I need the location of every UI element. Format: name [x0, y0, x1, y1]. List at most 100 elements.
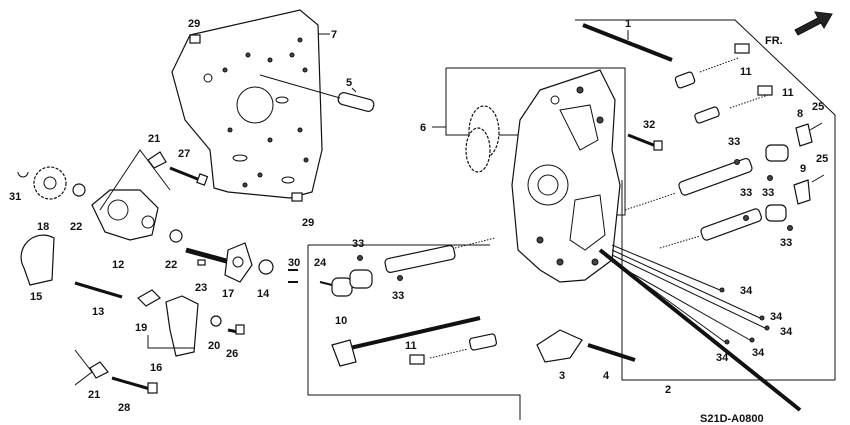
front-direction-label: FR. [765, 35, 783, 47]
callout-1: 1 [625, 18, 631, 30]
callout-29-bottom: 29 [302, 217, 314, 229]
pin-29-bottom [291, 192, 303, 202]
leader-21-bottom [74, 349, 93, 386]
leader-pump-group [99, 149, 171, 211]
shaft-1 [582, 23, 673, 62]
spool-valve-middle-left [384, 245, 456, 273]
callout-33-e: 33 [352, 238, 364, 250]
callout-8: 8 [797, 108, 803, 120]
callout-32: 32 [643, 119, 655, 131]
front-direction-arrow [794, 11, 833, 36]
check-ball-33-d [787, 225, 793, 231]
pin-4 [587, 343, 636, 362]
callout-6: 6 [420, 122, 426, 134]
callout-7: 7 [331, 29, 337, 41]
callout-33-b: 33 [762, 187, 774, 199]
callout-34-e: 34 [752, 347, 765, 359]
bolt-28 [111, 376, 158, 394]
oil-pump-body [91, 189, 159, 241]
clip-20 [210, 315, 222, 327]
shift-rod [331, 316, 481, 367]
spring-top-2 [729, 94, 769, 109]
callout-17: 17 [222, 288, 234, 300]
callout-23: 23 [195, 282, 207, 294]
pin-24 [319, 281, 333, 286]
callout-11-top: 11 [740, 66, 752, 78]
bolt-25-lower [811, 174, 825, 183]
callout-15: 15 [30, 291, 42, 303]
callout-34-d: 34 [716, 352, 729, 364]
leader-16-group [147, 335, 195, 349]
shaft-2 [598, 248, 802, 412]
washer-22-right [169, 229, 183, 243]
spool-valve-upper [678, 157, 753, 196]
callout-26: 26 [226, 348, 238, 360]
plug-right-upper [765, 144, 789, 162]
spring-middle-left [454, 237, 496, 249]
leader-5 [351, 87, 357, 93]
dowel-pin-5 [337, 92, 375, 112]
callout-33-a: 33 [728, 136, 740, 148]
oil-seal-14 [258, 259, 274, 275]
check-ball-33-a [734, 159, 740, 165]
separator-plate-holes [203, 37, 309, 188]
callout-33-f: 33 [392, 290, 404, 302]
bolt-26 [227, 324, 245, 335]
oil-pump-port [141, 215, 155, 229]
oil-pump-bore [107, 199, 129, 221]
callout-19: 19 [135, 322, 147, 334]
callout-22-right: 22 [165, 259, 177, 271]
drive-gear-18 [33, 166, 67, 200]
filter-11-mid [757, 85, 773, 96]
spring-mid [624, 192, 677, 211]
callout-21-bottom: 21 [88, 389, 100, 401]
callout-25-upper: 25 [812, 101, 824, 113]
spring-bottom [429, 348, 469, 359]
callout-29-top: 29 [188, 18, 200, 30]
callout-12: 12 [112, 259, 124, 271]
callout-9: 9 [800, 163, 806, 175]
callout-11-bottom: 11 [405, 340, 417, 352]
bolt-25-upper [809, 122, 823, 131]
callout-28: 28 [118, 402, 130, 414]
valve-top-2 [694, 106, 720, 124]
callout-14: 14 [257, 288, 270, 300]
callout-20: 20 [208, 340, 220, 352]
lock-tab-19 [137, 289, 161, 307]
callout-34-c: 34 [780, 326, 793, 338]
callout-34-b: 34 [770, 311, 783, 323]
bolt-32 [627, 133, 663, 151]
group-frame-right [575, 19, 836, 381]
cover-9 [793, 179, 811, 205]
pin-29-top [189, 34, 201, 44]
callout-34-a: 34 [740, 285, 753, 297]
valve-body-channels [527, 86, 606, 266]
pump-cover-15 [20, 234, 55, 286]
bracket-21-bottom [89, 361, 109, 379]
key-23 [197, 259, 206, 266]
bolt-27 [169, 166, 209, 186]
callout-18: 18 [37, 221, 49, 233]
solenoid-16 [165, 295, 199, 357]
group-frame-lower [307, 245, 521, 420]
diagram-code: S21D-A0800 [700, 413, 764, 425]
callout-25-lower: 25 [816, 153, 828, 165]
spool-valve-lower [700, 208, 762, 241]
callout-2: 2 [665, 384, 671, 396]
rod-34-b [611, 249, 761, 319]
filter-11-top [734, 43, 750, 54]
callout-24: 24 [314, 257, 327, 269]
filter-11-bottom [409, 354, 425, 365]
check-ball-33-f [397, 275, 403, 281]
washer-22-left [72, 183, 86, 197]
callout-31: 31 [9, 191, 21, 203]
callout-13: 13 [92, 306, 104, 318]
spring-lower [659, 235, 701, 249]
check-ball-33-e [357, 255, 363, 261]
callout-30: 30 [288, 257, 300, 269]
rod-34-d [611, 259, 726, 343]
valve-top-1 [674, 71, 696, 89]
pump-shaft-17 [185, 242, 253, 283]
